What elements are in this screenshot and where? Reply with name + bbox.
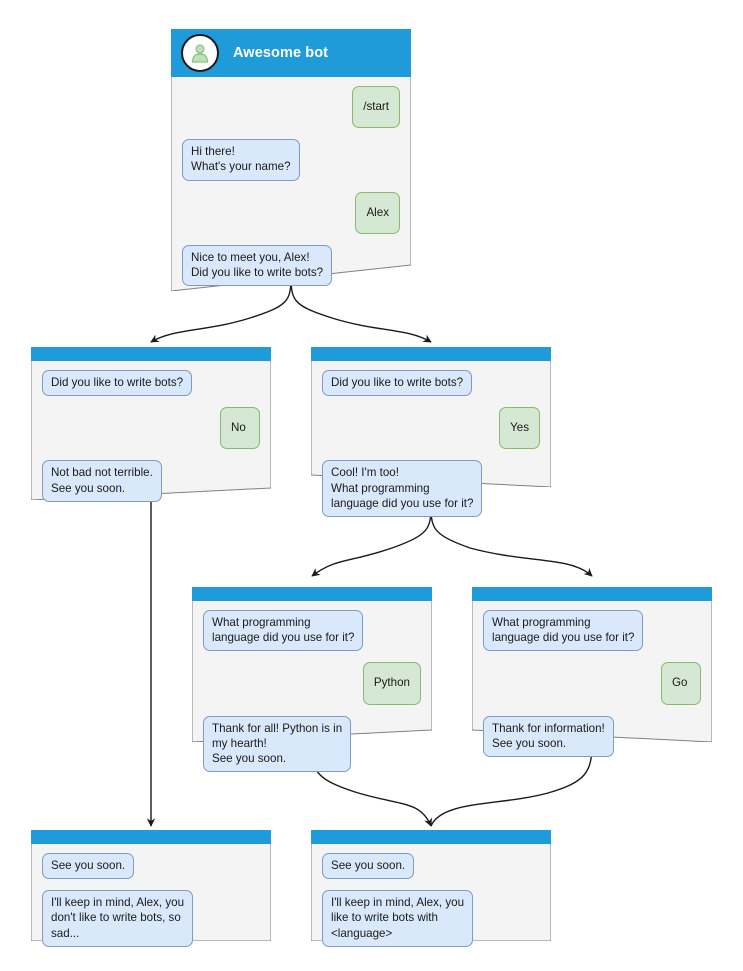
bot-message-bubble[interactable]: Thank for information! See you soon. <box>483 715 614 758</box>
chat-row: I'll keep in mind, Alex, you like to wri… <box>322 890 540 947</box>
user-message-bubble[interactable]: /start <box>352 86 400 129</box>
chat-row: Hi there! What's your name? <box>182 139 400 181</box>
chat-row: No <box>42 407 260 450</box>
node-start[interactable]: Awesome bot /start Hi there! What's your… <box>171 29 411 291</box>
node-end-no-chat: See you soon. I'll keep in mind, Alex, y… <box>31 844 271 958</box>
bot-message-bubble[interactable]: See you soon. <box>322 853 415 880</box>
node-end-no[interactable]: See you soon. I'll keep in mind, Alex, y… <box>31 830 271 947</box>
chat-row: Python <box>203 662 421 705</box>
bot-name-label: Awesome bot <box>233 45 329 61</box>
chat-row: Not bad not terrible. See you soon. <box>42 460 260 502</box>
chat-row: /start <box>182 86 400 129</box>
chat-row: Did you like to write bots? <box>322 370 540 397</box>
user-message-bubble[interactable]: Go <box>661 662 701 705</box>
node-end-yes-header <box>311 830 551 844</box>
node-start-chat: /start Hi there! What's your name? Alex … <box>171 77 411 297</box>
person-avatar-icon <box>181 34 219 72</box>
node-python-branch-header <box>192 587 432 601</box>
chat-row: I'll keep in mind, Alex, you don't like … <box>42 890 260 947</box>
chat-row: Nice to meet you, Alex! Did you like to … <box>182 244 400 287</box>
node-go-branch-chat: What programming language did you use fo… <box>472 601 712 768</box>
chat-row: Yes <box>322 407 540 450</box>
chat-row: See you soon. <box>42 853 260 880</box>
bot-message-bubble[interactable]: Not bad not terrible. See you soon. <box>42 460 162 502</box>
bot-message-bubble[interactable]: I'll keep in mind, Alex, you like to wri… <box>322 890 474 947</box>
chat-row: Alex <box>182 191 400 234</box>
node-python-branch[interactable]: What programming language did you use fo… <box>192 587 432 773</box>
bot-message-bubble[interactable]: What programming language did you use fo… <box>203 610 364 652</box>
node-no-branch[interactable]: Did you like to write bots? No Not bad n… <box>31 347 271 502</box>
node-yes-branch-chat: Did you like to write bots? Yes Cool! I'… <box>311 361 551 528</box>
user-message-bubble[interactable]: Alex <box>355 191 400 234</box>
user-message-bubble[interactable]: Python <box>362 662 421 705</box>
node-end-no-header <box>31 830 271 844</box>
user-message-bubble[interactable]: No <box>220 407 260 450</box>
node-no-branch-header <box>31 347 271 361</box>
chat-row: What programming language did you use fo… <box>203 610 421 652</box>
node-yes-branch-header <box>311 347 551 361</box>
chat-row: Cool! I'm too! What programming language… <box>322 460 540 518</box>
node-end-yes[interactable]: See you soon. I'll keep in mind, Alex, y… <box>311 830 551 947</box>
chat-row: Thank for information! See you soon. <box>483 715 701 758</box>
bot-message-bubble[interactable]: What programming language did you use fo… <box>483 610 644 652</box>
bot-message-bubble[interactable]: Did you like to write bots? <box>322 370 473 397</box>
bot-message-bubble[interactable]: See you soon. <box>42 853 135 880</box>
bot-message-bubble[interactable]: Nice to meet you, Alex! Did you like to … <box>182 244 333 287</box>
bot-message-bubble[interactable]: Did you like to write bots? <box>42 370 193 397</box>
bot-message-bubble[interactable]: Cool! I'm too! What programming language… <box>322 460 483 518</box>
user-message-bubble[interactable]: Yes <box>499 407 540 450</box>
node-no-branch-chat: Did you like to write bots? No Not bad n… <box>31 361 271 513</box>
node-yes-branch[interactable]: Did you like to write bots? Yes Cool! I'… <box>311 347 551 518</box>
chat-row: Did you like to write bots? <box>42 370 260 397</box>
node-python-branch-chat: What programming language did you use fo… <box>192 601 432 783</box>
node-start-header: Awesome bot <box>171 29 411 77</box>
node-end-yes-chat: See you soon. I'll keep in mind, Alex, y… <box>311 844 551 958</box>
chat-row: See you soon. <box>322 853 540 880</box>
chat-row: Thank for all! Python is in my hearth! S… <box>203 715 421 773</box>
node-go-branch-header <box>472 587 712 601</box>
node-go-branch[interactable]: What programming language did you use fo… <box>472 587 712 758</box>
chat-row: What programming language did you use fo… <box>483 610 701 652</box>
chat-row: Go <box>483 662 701 705</box>
bot-message-bubble[interactable]: Thank for all! Python is in my hearth! S… <box>203 715 352 773</box>
bot-message-bubble[interactable]: Hi there! What's your name? <box>182 139 300 181</box>
bot-message-bubble[interactable]: I'll keep in mind, Alex, you don't like … <box>42 890 194 947</box>
